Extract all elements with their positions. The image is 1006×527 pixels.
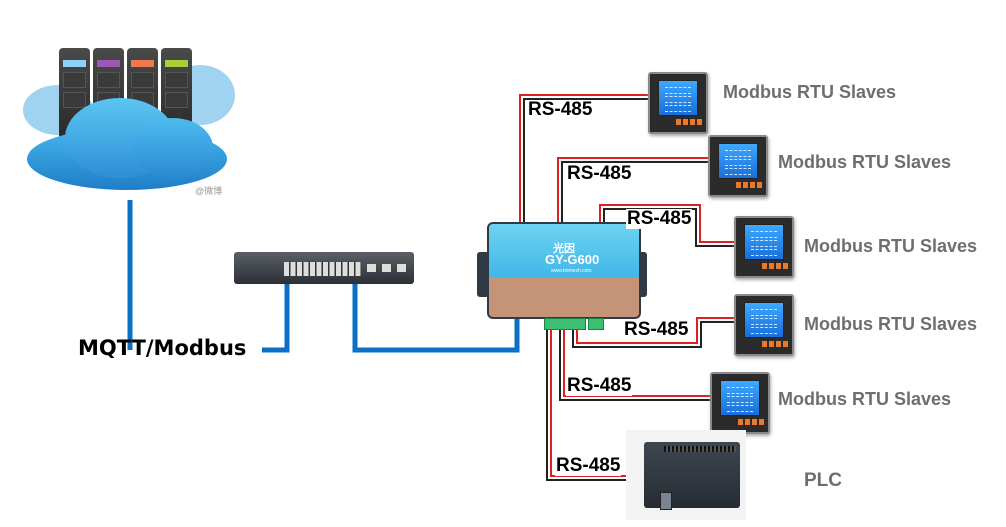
rs485-line-3-red [599, 204, 734, 243]
power-meter-icon [734, 216, 794, 278]
rs485-line-3-black [603, 208, 734, 247]
slave-label-4: Modbus RTU Slaves [804, 314, 978, 334]
rs485-line-5-black [559, 327, 710, 401]
power-meter-icon [734, 294, 794, 356]
rs485-line-plc-black [546, 327, 626, 481]
rs485-label-4: RS-485 [623, 319, 690, 340]
rs485-label-3: RS-485 [626, 208, 693, 229]
rs485-label-1: RS-485 [527, 99, 594, 120]
rs485-line-2-red [557, 157, 708, 222]
plc-label: PLC [804, 470, 842, 491]
rs485-label-2: RS-485 [566, 163, 633, 184]
gateway-model: GY-G600 [545, 252, 600, 267]
rs485-line-plc-red [550, 327, 626, 477]
rs485-label-plc: RS-485 [555, 455, 622, 476]
power-meter-icon [708, 135, 768, 197]
gateway-brand: 光因 [553, 243, 575, 255]
rs485-line-1-black [523, 98, 648, 222]
rs485-line-4-black [572, 321, 734, 348]
slave-label-2: Modbus RTU Slaves [778, 152, 952, 172]
switch-to-protocol-line [262, 280, 290, 353]
power-meter-icon [710, 372, 770, 434]
power-meter-icon [648, 72, 708, 134]
gateway-icon: 光因 GY-G600 www.brimesh.com [477, 222, 647, 330]
ethernet-lines [127, 200, 520, 353]
rs485-lines [519, 94, 734, 481]
slave-label-1: Modbus RTU Slaves [723, 82, 897, 102]
slave-label-3: Modbus RTU Slaves [804, 236, 978, 256]
plc-icon [626, 430, 746, 520]
switch-to-gateway-line [352, 280, 520, 353]
gateway-url: www.brimesh.com [551, 268, 592, 274]
cloud-server-icon: @微博 [15, 20, 235, 200]
rs485-line-5-red [563, 327, 710, 397]
rs485-label-5: RS-485 [566, 375, 633, 396]
rs485-line-1-red [519, 94, 648, 222]
uplink-protocol-label: MQTT/Modbus [78, 336, 247, 360]
rs485-line-2-black [561, 161, 708, 222]
rs485-line-4-red [576, 317, 734, 344]
slave-label-5: Modbus RTU Slaves [778, 389, 952, 409]
network-switch-icon [234, 252, 414, 284]
watermark: @微博 [195, 186, 223, 196]
